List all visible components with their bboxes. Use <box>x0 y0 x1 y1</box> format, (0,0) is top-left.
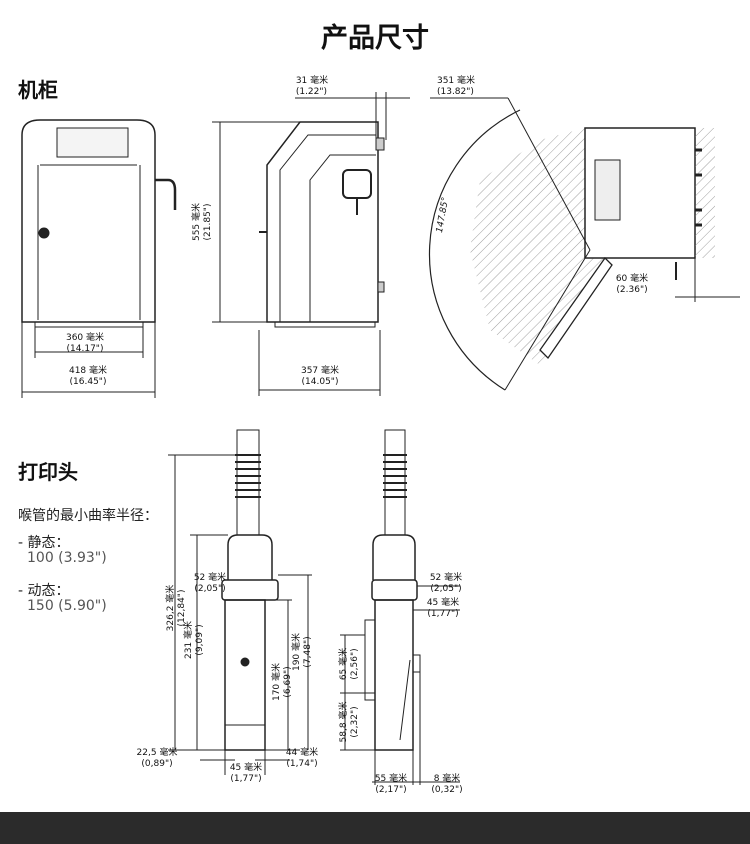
dim-value: 555 毫米 <box>192 202 202 242</box>
dim-value: 357 毫米 <box>300 366 340 376</box>
dynamic-label: - 动态： <box>18 583 70 599</box>
dim-cabinet-width-inner: 360 毫米(14.17") <box>66 333 104 355</box>
dim-inch: (21.85") <box>203 203 213 241</box>
dim-front-collar: 52 毫米(2,05") <box>194 573 226 595</box>
dim-value: 351 毫米 <box>436 76 476 86</box>
dim-inch: (2,17") <box>375 785 407 795</box>
dim-value: 326,2 毫米 <box>166 584 176 632</box>
dim-value: 170 毫米 <box>272 662 282 702</box>
dim-inch: (13.82") <box>436 87 474 97</box>
printhead-front-view <box>168 429 312 775</box>
dim-value: 44 毫米 <box>285 748 319 758</box>
dim-side-depth: 55 毫米(2,17") <box>375 774 407 796</box>
dim-inch: (14.17") <box>66 344 104 354</box>
dim-value: 231 毫米 <box>184 620 194 660</box>
static-label: - 静态： <box>18 535 70 551</box>
dim-value: 58,8 毫米 <box>339 701 349 743</box>
dim-value: 31 毫米 <box>295 76 329 86</box>
dim-value: 65 毫米 <box>339 647 349 681</box>
dim-value: 418 毫米 <box>68 366 108 376</box>
dim-front-offset-right: 44 毫米(1,74") <box>286 748 318 770</box>
dim-inch: (1,77") <box>427 609 459 619</box>
dim-side-collar: 52 毫米(2,05") <box>430 573 462 595</box>
dim-inch: (7,48") <box>303 636 313 668</box>
dim-value: 190 毫米 <box>292 632 302 672</box>
dim-door-radius: 351 毫米(13.82") <box>437 76 475 98</box>
dim-inch: (0,89") <box>141 759 173 769</box>
dim-front-h170: 170 毫米(6,69") <box>272 663 294 701</box>
dim-front-offset-left: 22,5 毫米(0,89") <box>137 748 178 770</box>
dim-side-tab: 8 毫米(0,32") <box>431 774 462 796</box>
dim-front-body: 231 毫米(9,09") <box>184 621 206 659</box>
dim-value: 52 毫米 <box>429 573 463 583</box>
dim-inch: (0,32") <box>431 785 463 795</box>
dim-value: 45 毫米 <box>426 598 460 608</box>
dim-rear-gap: 31 毫米(1.22") <box>296 76 328 98</box>
cabinet-heading: 机柜 <box>18 78 58 102</box>
dim-side-body: 45 毫米(1,77") <box>427 598 459 620</box>
dim-inch: (16.45") <box>69 377 107 387</box>
dim-inch: (2,05") <box>194 584 226 594</box>
cabinet-side-view <box>212 92 410 396</box>
dim-front-h190: 190 毫米(7,48") <box>292 633 314 671</box>
dim-inch: (9,09") <box>195 624 205 656</box>
dim-inch: (2,05") <box>430 584 462 594</box>
footer-bar <box>0 812 750 844</box>
dynamic-value: 150 (5.90") <box>27 598 107 614</box>
dim-value: 55 毫米 <box>374 774 408 784</box>
dim-value: 45 毫米 <box>229 763 263 773</box>
dim-inch: (1,74") <box>286 759 318 769</box>
printhead-side-view <box>340 429 460 785</box>
printhead-heading: 打印头 <box>18 460 78 484</box>
cabinet-front-view <box>21 119 177 398</box>
dim-inch: (2,32") <box>350 706 360 738</box>
dim-cabinet-depth: 357 毫米(14.05") <box>301 366 339 388</box>
dim-cabinet-height: 555 毫米(21.85") <box>192 203 214 241</box>
dim-inch: (2.36") <box>616 285 648 295</box>
dim-side-h58: 58,8 毫米(2,32") <box>339 702 361 743</box>
dim-side-h65: 65 毫米(2,56") <box>339 648 361 680</box>
dim-value: 22,5 毫米 <box>136 748 178 758</box>
dim-inch: (1.22") <box>295 87 328 97</box>
cabinet-top-view <box>428 97 740 391</box>
dim-value: 360 毫米 <box>65 333 105 343</box>
dim-inch: (1,77") <box>230 774 262 784</box>
dim-inch: (14.05") <box>301 377 339 387</box>
dim-inch: (2,56") <box>350 648 360 680</box>
static-value: 100 (3.93") <box>27 550 107 566</box>
dim-value: 52 毫米 <box>193 573 227 583</box>
dim-value: 8 毫米 <box>433 774 461 784</box>
bend-radius-title: 喉管的最小曲率半径： <box>18 508 158 524</box>
dim-value: 60 毫米 <box>615 274 649 284</box>
dim-cabinet-width-outer: 418 毫米(16.45") <box>69 366 107 388</box>
page-title: 产品尺寸 <box>321 23 429 54</box>
dim-front-width: 45 毫米(1,77") <box>230 763 262 785</box>
dim-side-clearance: 60 毫米(2.36") <box>616 274 648 296</box>
door-lock-icon <box>38 227 50 239</box>
